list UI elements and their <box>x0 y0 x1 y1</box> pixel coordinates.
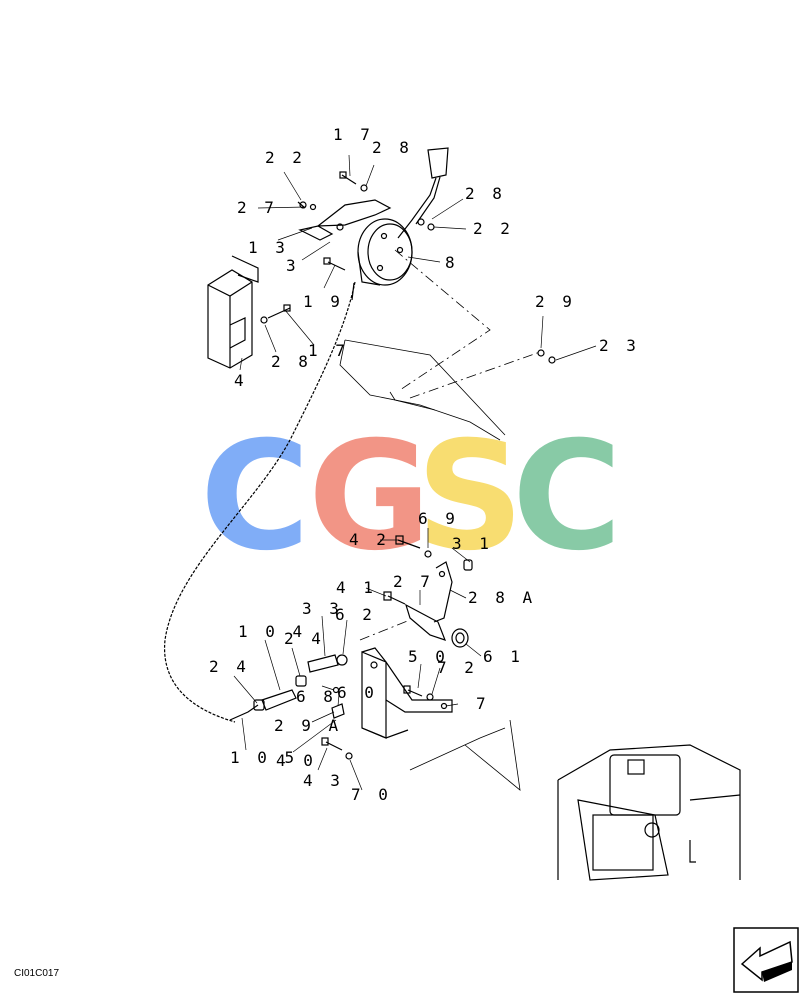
pedal-pad <box>427 147 449 179</box>
label-24: 2 4 <box>284 629 325 648</box>
pedal-lever-assembly <box>298 147 449 301</box>
cable-end <box>229 704 259 721</box>
label-17: 1 7 <box>308 341 349 360</box>
watermark-letter-2: G <box>308 410 431 584</box>
part-labels: 1 7 2 8 2 2 2 7 2 8 2 2 1 3 3 8 1 9 1 7 … <box>209 125 640 804</box>
label-105: 1 0 5 <box>230 748 298 767</box>
label-33: 3 3 <box>302 599 343 618</box>
adjuster-33 <box>307 654 339 673</box>
label-40: 4 0 <box>276 751 317 770</box>
watermark-letter-4: C <box>512 410 622 584</box>
label-104: 1 0 4 <box>238 622 306 641</box>
watermark-letter-3: S <box>416 410 524 584</box>
label-23: 2 3 <box>599 336 640 355</box>
label-60: 6 0 <box>337 683 378 702</box>
label-50: 5 0 <box>408 647 449 666</box>
label-22: 2 2 <box>265 148 306 167</box>
label-31: 3 1 <box>452 534 493 553</box>
label-27: 2 7 <box>393 572 434 591</box>
direction-arrow-icon <box>733 927 799 993</box>
label-27: 2 7 <box>237 198 278 217</box>
label-28: 2 8 <box>465 184 506 203</box>
label-22: 2 2 <box>473 219 514 238</box>
label-68: 6 8 <box>296 687 337 706</box>
label-13: 1 3 <box>248 238 289 257</box>
mount-bracket-7 <box>321 647 453 760</box>
lever-28A <box>433 561 453 623</box>
cover-bracket-4 <box>207 255 259 369</box>
label-4: 4 <box>234 371 248 390</box>
engine-tank <box>609 754 681 816</box>
label-7: 7 <box>476 694 490 713</box>
label-61: 6 1 <box>483 647 524 666</box>
label-42: 4 2 <box>349 530 390 549</box>
throttle-cable <box>164 281 356 723</box>
label-29a: 2 9 A <box>274 716 342 735</box>
label-62: 6 2 <box>335 605 376 624</box>
label-29: 2 9 <box>535 292 576 311</box>
label-28a: 2 8 A <box>468 588 536 607</box>
label-28: 2 8 <box>372 138 413 157</box>
label-43: 4 3 <box>303 771 344 790</box>
label-8: 8 <box>445 253 459 272</box>
label-19: 1 9 <box>303 292 344 311</box>
label-72: 7 2 <box>437 658 478 677</box>
engine-block <box>557 744 741 881</box>
frame-lines-bottom <box>409 719 521 791</box>
throttle-disc <box>357 218 413 286</box>
leader-lines <box>233 154 597 791</box>
label-70: 7 0 <box>351 785 392 804</box>
frame-lines-top <box>339 249 541 441</box>
drawing-code: CI01C017 <box>14 968 59 979</box>
label-3: 3 <box>286 256 300 275</box>
watermark: C G S C <box>200 410 622 584</box>
bracket-13 <box>316 199 392 227</box>
link-shaft <box>404 603 447 641</box>
label-24: 2 4 <box>209 657 250 676</box>
label-69: 6 9 <box>418 509 459 528</box>
label-17: 1 7 <box>333 125 374 144</box>
watermark-letter-1: C <box>200 410 310 584</box>
label-28: 2 8 <box>271 352 312 371</box>
label-41: 4 1 <box>336 578 377 597</box>
